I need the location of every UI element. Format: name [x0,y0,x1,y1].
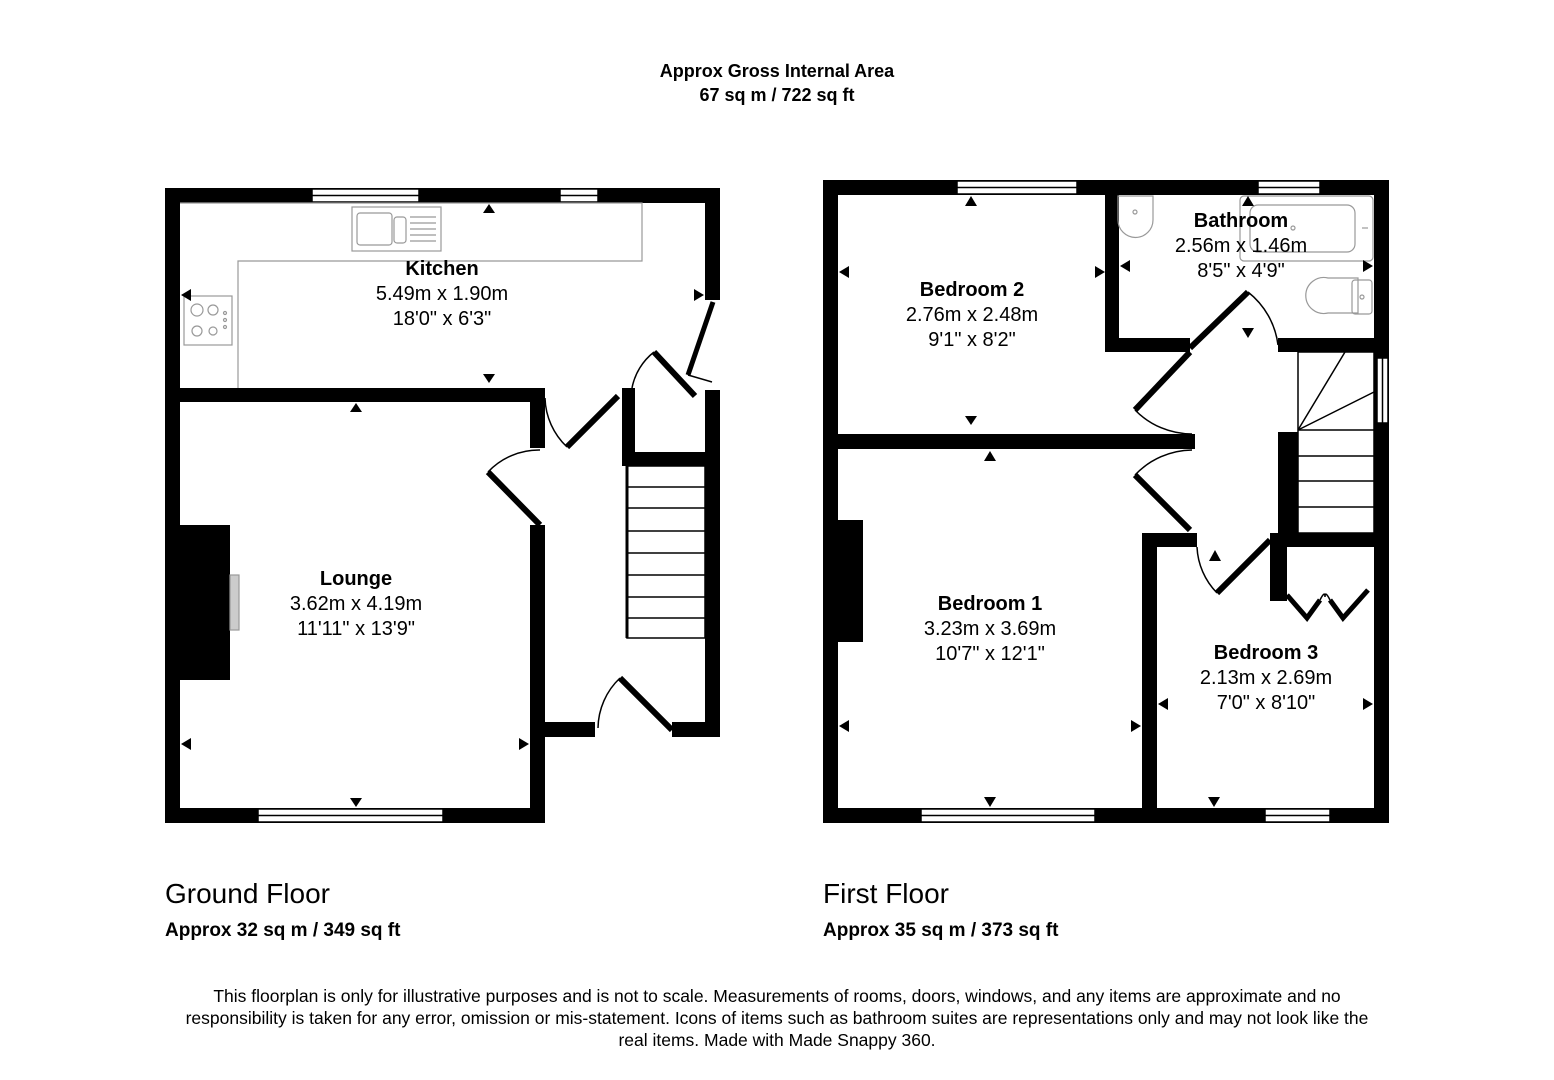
bath-icon [1239,195,1374,262]
wall [622,388,635,466]
hob-icon [183,295,233,346]
room-imperial: 10'7" x 12'1" [935,643,1045,665]
wall [165,188,720,203]
room-bathroom: Bathroom 2.56m x 1.46m 8'5" x 4'9" [1175,209,1307,284]
first-measure-arrows [839,196,1373,807]
wall [530,525,545,823]
room-lounge: Lounge 3.62m x 4.19m 11'11" x 13'9" [290,567,422,642]
room-imperial: 9'1" x 8'2" [928,329,1016,351]
room-metric: 3.23m x 3.69m [923,618,1057,640]
sink-icon [351,206,442,252]
room-imperial: 7'0" x 8'10" [1216,692,1316,714]
room-name: Bathroom [1193,210,1289,232]
room-imperial: 8'5" x 4'9" [1197,260,1285,282]
gross-area-value: 67 sq m / 722 sq ft [699,85,855,105]
room-name: Bedroom 3 [1213,642,1319,664]
wall [823,180,838,823]
ground-measure-arrows [181,204,704,807]
wall [1278,432,1298,547]
ground-floor-plan [165,188,720,823]
room-name: Bedroom 1 [937,593,1043,615]
wall [165,388,545,402]
wall [1270,533,1287,601]
gross-area-title: Approx Gross Internal Area [659,61,895,81]
first-floor-area: Approx 35 sq m / 373 sq ft [823,920,1059,941]
room-imperial: 18'0" x 6'3" [392,308,492,330]
wall [1142,533,1197,547]
wall [1105,338,1190,352]
room-name: Bedroom 2 [919,279,1025,301]
door-leaf [617,675,675,733]
wall [1270,533,1389,547]
room-bedroom-3: Bedroom 3 2.13m x 2.69m 7'0" x 8'10" [1200,641,1332,716]
ground-floor-title: Ground Floor [165,878,330,909]
door-leaf [651,349,698,399]
fireplace-icon [229,574,240,631]
room-metric: 2.56m x 1.46m [1174,235,1308,257]
disclaimer-text: This floorplan is only for illustrative … [185,986,1369,1050]
wall [672,722,720,737]
wall [823,434,1195,449]
wall [705,390,720,737]
first-stairs [1297,351,1375,534]
wall [622,452,720,466]
bathroom-fixtures [1117,195,1374,315]
wall [1105,180,1119,352]
room-metric: 5.49m x 1.90m [375,283,509,305]
toilet-icon [1305,276,1359,315]
ground-doors [485,301,716,733]
room-kitchen: Kitchen 5.49m x 1.90m 18'0" x 6'3" [376,257,508,332]
wall [545,722,595,737]
door-leaf [1187,289,1251,351]
first-floor-plan [823,180,1389,823]
room-imperial: 11'11" x 13'9" [297,618,415,640]
wall [1278,338,1389,352]
room-bedroom-2: Bedroom 2 2.76m x 2.48m 9'1" x 8'2" [906,278,1038,353]
wall [165,188,180,823]
ground-floor-area: Approx 32 sq m / 349 sq ft [165,920,401,941]
wall [1142,533,1157,823]
room-name: Lounge [319,568,393,590]
room-metric: 2.76m x 2.48m [905,304,1039,326]
wall [705,188,720,300]
first-windows [920,180,1389,823]
wall [530,388,545,448]
room-metric: 2.13m x 2.69m [1199,667,1333,689]
wardrobe-door [1327,588,1370,622]
door-leaf [485,469,543,528]
room-bedroom-1: Bedroom 1 3.23m x 3.69m 10'7" x 12'1" [924,592,1056,667]
washbasin-icon [1117,195,1154,239]
first-floor-title: First Floor [823,878,949,909]
ground-stairs [625,465,706,639]
first-doors [1132,289,1370,623]
chimney-breast [180,525,230,680]
door-leaf [1132,349,1193,413]
worktop [180,202,643,388]
room-name: Kitchen [405,258,479,280]
room-metric: 3.62m x 4.19m [289,593,423,615]
kitchen-fixtures [180,202,643,631]
wardrobe-door [1285,593,1323,623]
ground-windows [257,188,599,823]
chimney-breast [838,520,863,642]
door-leaf [1214,537,1273,596]
door-leaf [1132,472,1193,533]
door-leaf [685,301,716,376]
door-leaf [564,393,621,450]
wall [1374,180,1389,823]
